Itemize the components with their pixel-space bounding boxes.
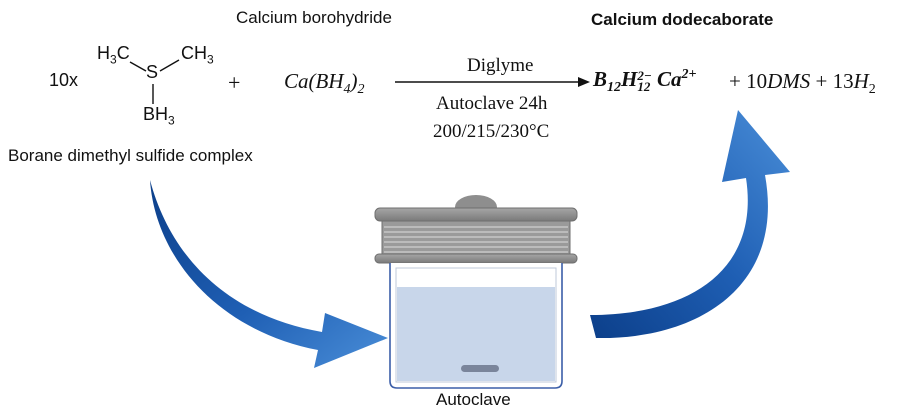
sulfur-atom: S [146,62,159,82]
reactant2-name: Calcium borohydride [236,8,392,27]
plus-sign: + [228,70,241,95]
reactant2-formula: Ca(BH4)2 [284,69,365,98]
left-methyl-group: H3C [97,43,130,67]
product-name: Calcium dodecaborate [591,10,774,29]
autoclave-time-label: Autoclave 24h [436,93,548,114]
reactant1-name: Borane dimethyl sulfide complex [8,146,253,165]
coefficient: 10x [49,70,79,90]
bond-left-methyl [129,61,147,72]
right-curved-arrow [590,110,790,339]
right-methyl-group: CH3 [181,43,214,67]
bond-right-methyl [159,59,180,72]
borane-group: BH3 [143,104,175,128]
reaction-arrow [395,77,590,87]
autoclave-icon [374,195,578,389]
solvent-label: Diglyme [467,55,534,76]
left-curved-arrow [150,180,388,368]
temperature-label: 200/215/230°C [433,121,550,142]
autoclave-label: Autoclave [436,390,511,409]
byproducts-formula: + 10DMS + 13H2 [729,69,876,98]
